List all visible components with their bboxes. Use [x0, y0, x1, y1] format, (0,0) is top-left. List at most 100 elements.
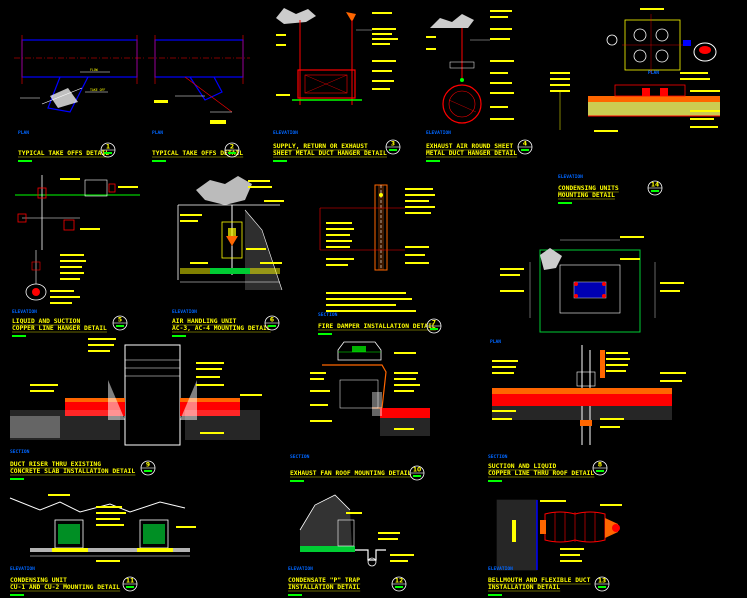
- detail-title-line: CU-1 AND CU-2 MOUNTING DETAIL: [10, 584, 120, 591]
- detail-title-line: TYPICAL TAKE OFFS DETAIL: [152, 150, 243, 157]
- detail-title-line: COPPER LINE HANGER DETAIL: [12, 325, 107, 332]
- detail-title-line: SUCTION AND LIQUID: [488, 463, 556, 470]
- detail-title-line: CONDENSING UNITS: [558, 185, 619, 192]
- svg-text:TAKE OFF: TAKE OFF: [90, 88, 105, 92]
- scale-marker: [488, 594, 502, 596]
- svg-text:FLOW: FLOW: [90, 68, 98, 72]
- view-label: ELEVATION: [10, 566, 35, 572]
- title-block-d9[interactable]: PLAN: [490, 339, 501, 345]
- detail-title-line: SHEET METAL DUCT HANGER DETAIL: [273, 150, 387, 157]
- scale-marker: [318, 333, 332, 335]
- detail-number: 7: [432, 320, 436, 327]
- view-label: SECTION: [488, 454, 508, 460]
- detail-3-drawing[interactable]: [276, 8, 398, 105]
- scale-marker: [290, 480, 304, 482]
- view-label: PLAN: [490, 339, 501, 345]
- scale-marker: [426, 160, 440, 162]
- detail-7-drawing[interactable]: [319, 184, 435, 312]
- scale-marker: [12, 335, 26, 337]
- scale-marker: [10, 478, 24, 480]
- detail-title-line: EXHAUST AIR ROUND SHEET: [426, 143, 513, 150]
- view-label: PLAN: [152, 130, 163, 136]
- detail-number: 14: [651, 182, 659, 189]
- detail-number: 10: [413, 467, 421, 474]
- detail-title-line: TYPICAL TAKE OFFS DETAIL: [18, 150, 109, 157]
- view-label: ELEVATION: [172, 309, 197, 315]
- scale-marker: [172, 335, 186, 337]
- sheet-ref-marker: [651, 190, 659, 192]
- detail-p-trap-drawing[interactable]: [299, 494, 414, 567]
- detail-number: 9: [146, 462, 150, 469]
- detail-2-drawing[interactable]: [148, 35, 250, 124]
- scale-marker: [18, 160, 32, 162]
- sheet-ref-marker: [228, 152, 236, 154]
- scale-marker: [273, 160, 287, 162]
- sheet-ref-marker: [521, 149, 529, 151]
- sheet-ref-marker: [413, 475, 421, 477]
- title-block-d15[interactable]: ELEVATION BELLMOUTH AND FLEXIBLE DUCTINST…: [488, 566, 610, 596]
- detail-number: 11: [126, 578, 134, 585]
- detail-number: 13: [598, 578, 606, 585]
- detail-duct-riser-drawing[interactable]: [10, 338, 262, 446]
- detail-1-drawing[interactable]: FLOW TAKE OFF: [14, 35, 145, 113]
- scale-marker: [152, 160, 166, 162]
- detail-14-drawing[interactable]: [550, 8, 720, 132]
- view-label: ELEVATION: [288, 566, 313, 572]
- detail-title-line: AIR HANDLING UNIT: [172, 318, 237, 325]
- detail-number: 2: [230, 144, 234, 151]
- detail-exhaust-fan-drawing[interactable]: [310, 341, 430, 436]
- detail-4-drawing[interactable]: [426, 10, 514, 124]
- detail-copper-roof-drawing[interactable]: [492, 345, 686, 445]
- sheet-ref-marker: [126, 586, 134, 588]
- sheet-ref-marker: [598, 586, 606, 588]
- sheet-ref-marker: [395, 586, 403, 588]
- scale-marker: [558, 202, 572, 204]
- detail-bellmouth-drawing[interactable]: [496, 499, 622, 571]
- detail-number: 1: [106, 144, 110, 151]
- view-label: ELEVATION: [558, 174, 583, 180]
- detail-title-line: DUCT RISER THRU EXISTING: [10, 461, 101, 468]
- detail-title-line: BELLMOUTH AND FLEXIBLE DUCT: [488, 577, 591, 584]
- detail-title-line: FIRE DAMPER INSTALLATION DETAIL: [318, 323, 436, 330]
- detail-title-line: MOUNTING DETAIL: [558, 192, 615, 199]
- sheet-ref-marker: [116, 325, 124, 327]
- view-label: SECTION: [10, 449, 30, 455]
- detail-number: 3: [391, 141, 395, 148]
- detail-5-drawing[interactable]: [15, 175, 140, 304]
- sheet-ref-marker: [104, 152, 112, 154]
- detail-9-drawing[interactable]: [500, 236, 684, 333]
- detail-title-line: COPPER LINE THRU ROOF DETAIL: [488, 470, 594, 477]
- detail-number: 12: [395, 578, 403, 585]
- detail-number: 5: [118, 317, 122, 324]
- sheet-ref-marker: [596, 470, 604, 472]
- detail-title-line: CONDENSING UNIT: [10, 577, 67, 584]
- detail-title-line: LIQUID AND SUCTION: [12, 318, 80, 325]
- view-label: ELEVATION: [488, 566, 513, 572]
- scale-marker: [488, 480, 502, 482]
- view-label: ELEVATION: [12, 309, 37, 315]
- detail-cu-mounting-drawing[interactable]: [9, 494, 196, 562]
- sheet-ref-marker: [389, 149, 397, 151]
- detail-title-line: INSTALLATION DETAIL: [488, 584, 560, 591]
- sheet-ref-marker: [430, 328, 438, 330]
- detail-number: 8: [598, 462, 602, 469]
- view-label: ELEVATION: [273, 130, 298, 136]
- sheet-ref-marker: [144, 470, 152, 472]
- detail-number: 4: [523, 141, 527, 148]
- detail-6-drawing[interactable]: [177, 176, 284, 291]
